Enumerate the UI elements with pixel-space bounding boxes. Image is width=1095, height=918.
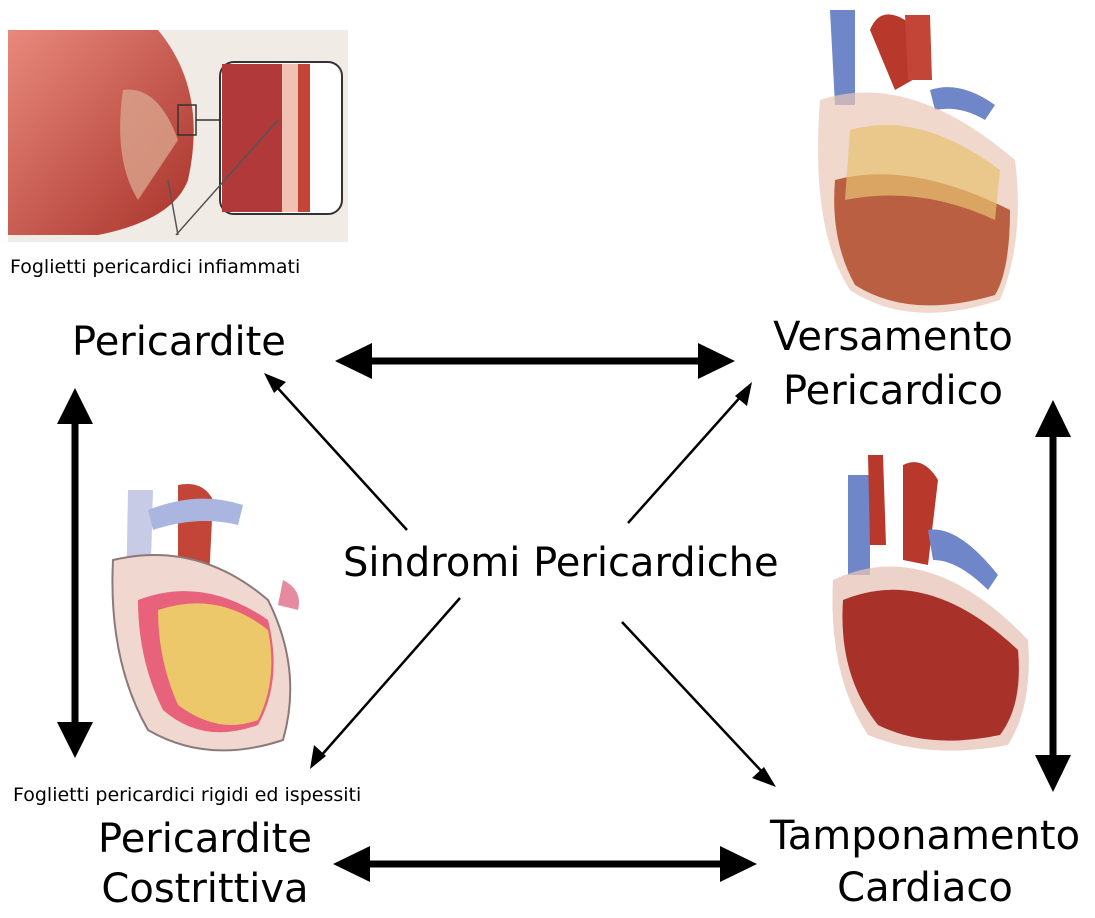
node-versamento-line1: Versamento (762, 313, 1024, 361)
center-sindromi-pericardiche: Sindromi Pericardiche (343, 540, 779, 586)
caption-inflamed-layers: Foglietti pericardici infiammati (10, 256, 300, 278)
node-tamponamento-line1: Tamponamento (760, 812, 1090, 860)
node-pericardite: Pericardite (72, 318, 286, 366)
node-costrittiva-line1: Pericardite (80, 815, 330, 863)
node-costrittiva-line2: Costrittiva (80, 865, 330, 913)
node-pericardite-costrittiva: Pericardite Costrittiva (80, 815, 330, 913)
arrow-costrittiva-tamponamento (333, 846, 757, 882)
arrow-pericardite-versamento (335, 343, 735, 379)
arrow-versamento-tamponamento (1035, 400, 1071, 792)
arrow-center-to-versamento (628, 382, 752, 523)
node-versamento-line2: Pericardico (762, 367, 1024, 415)
arrow-center-to-tamponamento (622, 622, 776, 787)
node-versamento-pericardico: Versamento Pericardico (762, 313, 1024, 415)
arrow-pericardite-costrittiva (57, 388, 93, 758)
arrow-center-to-costrittiva (310, 598, 460, 769)
node-tamponamento-line2: Cardiaco (760, 864, 1090, 912)
node-tamponamento-cardiaco: Tamponamento Cardiaco (760, 812, 1090, 912)
arrow-center-to-pericardite (264, 373, 407, 530)
caption-thickened-layers: Foglietti pericardici rigidi ed ispessit… (13, 784, 361, 806)
